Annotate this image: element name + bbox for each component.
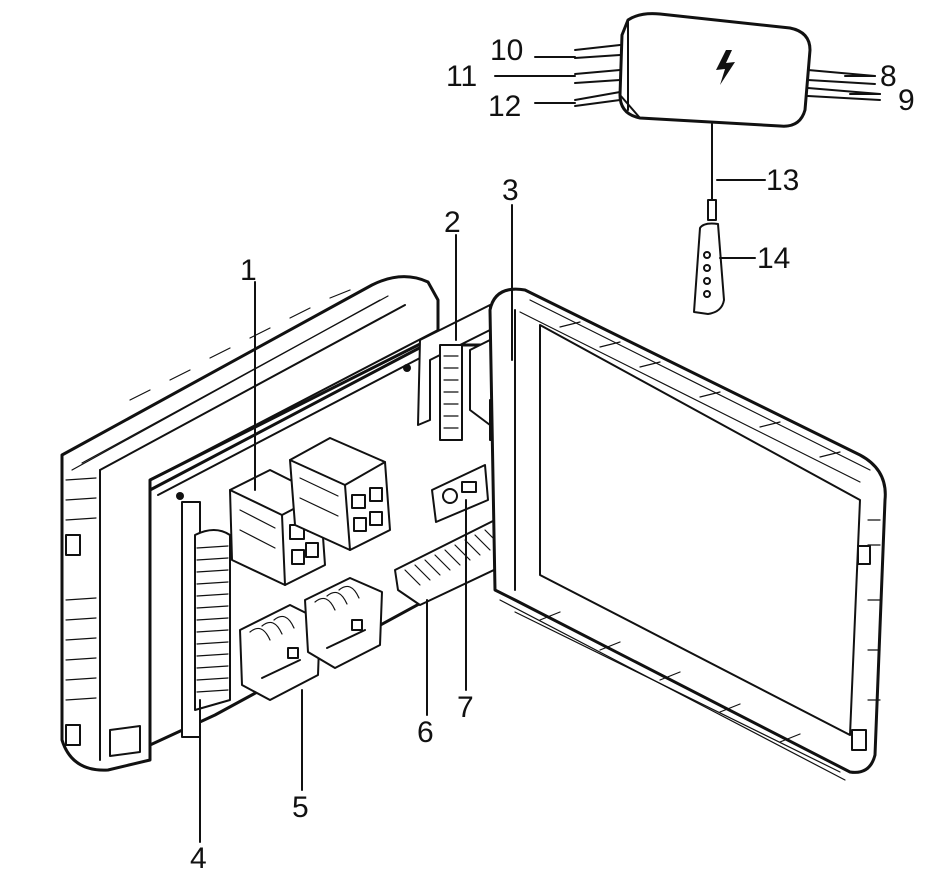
callout-14: 14 [757,242,790,275]
door-hinge-bottom [851,729,867,751]
callout-7: 7 [457,691,474,724]
callout-1: 1 [240,254,257,287]
din-rail-terminal-strip [181,501,231,738]
control-module [431,464,489,523]
callout-9: 9 [898,84,915,117]
cabinet-door [488,287,887,781]
callout-6: 6 [417,716,434,749]
leader-lines [199,56,881,843]
vertical-terminal-strip [417,304,491,441]
callout-11: 11 [446,60,477,93]
callout-4: 4 [190,842,207,873]
overload-relay-right [304,577,383,669]
door-hinge-top [857,545,871,565]
cabinet-base-housing [60,275,440,772]
contactor-right [289,437,391,551]
callout-labels: 1 2 3 4 5 6 7 8 9 10 11 12 13 14 [190,34,915,873]
callout-5: 5 [292,791,309,824]
door-edge-ribs [539,321,881,743]
hinge-block-bottom [65,724,81,746]
callout-13: 13 [766,164,799,197]
overload-relay-left [239,604,321,701]
lightning-bolt-icon [716,50,735,85]
callout-12: 12 [488,90,521,123]
callout-8: 8 [880,60,897,93]
hinge-block-top [65,534,81,556]
callout-10: 10 [490,34,523,67]
callout-3: 3 [502,174,519,207]
pendant-control [693,199,725,315]
callout-2: 2 [444,206,461,239]
base-side-ribs [65,289,351,701]
box-cables [574,44,881,201]
external-sensor-box [618,12,812,128]
